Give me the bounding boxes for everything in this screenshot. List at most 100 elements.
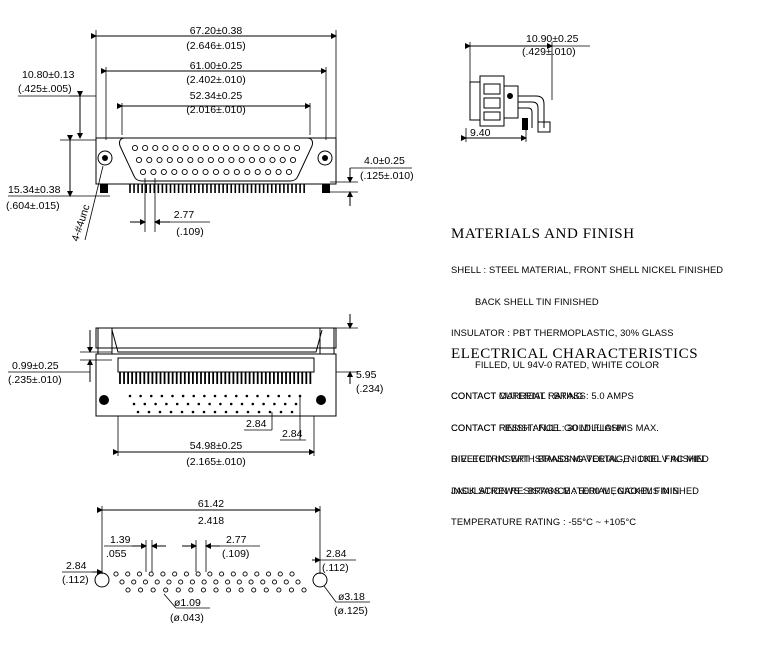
- dim-pcb-right-in: (.112): [322, 562, 349, 574]
- pcb-hole-dot: [213, 394, 217, 398]
- pcb-contact-hole: [142, 579, 149, 585]
- dim-shell-mm: 52.34±0.25: [190, 90, 243, 102]
- mount-hole-right: [312, 572, 328, 588]
- materials-line: CONTACT FINISH : FULL GOLD FLASH: [451, 421, 625, 433]
- contact-pin: [228, 156, 235, 164]
- contact-pin: [202, 144, 209, 152]
- pcb-contact-hole: [248, 579, 254, 585]
- pcb-contact-hole: [225, 579, 231, 585]
- pcb-hole-dot: [268, 410, 272, 414]
- pcb-contact-hole: [119, 579, 125, 585]
- pcb-contact-hole: [283, 579, 289, 585]
- dim-pcb-mount-hole-mm: ø3.18: [338, 591, 365, 603]
- contact-pin: [182, 144, 189, 152]
- dim-pcb-hole-mm: ø1.09: [174, 597, 201, 609]
- contact-pin: [243, 144, 250, 152]
- pcb-hole-dot: [245, 394, 249, 398]
- pcb-hole-dot: [139, 394, 142, 398]
- pcb-tails: [129, 184, 305, 193]
- pcb-hole-dot: [149, 394, 153, 398]
- pcb-hole-dot: [158, 410, 162, 414]
- contact-pins-top-view: [131, 144, 301, 176]
- pcb-hole-dot: [279, 410, 283, 414]
- electrical-list: CONTACT CURRENT RATING : 5.0 AMPS CONTAC…: [451, 370, 706, 538]
- materials-line: INSULATOR : PBT THERMOPLASTIC, 30% GLASS: [451, 327, 674, 338]
- pcb-contact-hole: [172, 571, 178, 577]
- pcb-contact-hole: [207, 571, 213, 577]
- pcb-holes-front: [128, 394, 302, 414]
- pcb-contact-hole: [251, 587, 257, 593]
- contact-pin: [166, 156, 173, 164]
- pcb-contact-hole: [138, 587, 144, 593]
- dim-mount-in: (2.402±.010): [186, 74, 245, 86]
- dim-pcb-pitch-in: (.109): [222, 548, 249, 560]
- contact-pin: [156, 156, 163, 164]
- pcb-layout: 61.42 2.418 1.39 .055 2.77 (.109) 2.84 (…: [62, 498, 370, 624]
- pcb-hole-dot: [262, 402, 265, 406]
- pcb-hole-dot: [132, 402, 136, 406]
- contact-pin: [285, 168, 293, 176]
- pcb-contact-hole: [219, 571, 225, 577]
- contact-pin: [197, 156, 204, 164]
- pcb-hole-dot: [224, 410, 228, 414]
- pcb-hole-dot: [224, 394, 227, 398]
- pcb-hole-dot: [169, 410, 173, 414]
- dim-pitch-mm: 2.77: [174, 209, 195, 221]
- pcb-hole-dot: [160, 394, 164, 398]
- pcb-hole-dot: [128, 394, 132, 398]
- materials-line: SHELL : STEEL MATERIAL, FRONT SHELL NICK…: [451, 264, 724, 275]
- contact-pin: [263, 144, 270, 152]
- dim-front-right-mm: 5.95: [356, 369, 377, 381]
- contact-pin: [265, 168, 272, 176]
- contact-pin: [253, 144, 260, 152]
- contact-pin: [259, 156, 266, 164]
- pcb-hole-dot: [219, 402, 222, 406]
- pcb-hole-dot: [181, 394, 185, 398]
- materials-line: JACK SCREWS : BRASS MATERIAL , NICKEL FI…: [451, 484, 700, 496]
- pcb-contact-hole: [125, 571, 131, 577]
- dim-height-mm: 10.80±0.13: [22, 69, 75, 81]
- contact-pin: [146, 156, 153, 164]
- dim-pin-length-mm: 4.0±0.25: [364, 155, 405, 167]
- materials-title: MATERIALS AND FINISH: [451, 226, 635, 242]
- dim-front-row2: 2.84: [282, 428, 303, 440]
- mounting-post-left: [99, 395, 109, 405]
- pcb-hole-dot: [154, 402, 157, 406]
- pcb-contact-hole: [242, 571, 248, 577]
- pcb-hole-dot: [147, 410, 151, 414]
- dim-pcb-right-mm: 2.84: [326, 548, 347, 560]
- contact-pin: [207, 156, 214, 164]
- pcb-hole-dot: [171, 394, 174, 398]
- pcb-hole-dot: [197, 402, 201, 406]
- mount-hole-left: [94, 572, 110, 588]
- contact-pin: [162, 144, 169, 152]
- pcb-hole-dot: [143, 402, 147, 406]
- pcb-contact-hole: [178, 579, 184, 585]
- pcb-contact-hole: [195, 571, 201, 577]
- pcb-hole-dot: [240, 402, 244, 406]
- pcb-contact-hole: [166, 579, 172, 585]
- pcb-hole-dot: [234, 394, 238, 398]
- contact-pin: [171, 168, 178, 176]
- contact-pin: [131, 144, 139, 152]
- pcb-hole-dot: [256, 394, 259, 398]
- pcb-hole-dot: [273, 402, 276, 406]
- electrical-line: DIELECTRIC WITHSTANDING VOLTAGE : 1000 V…: [451, 453, 707, 464]
- contact-pin: [244, 168, 251, 176]
- contact-pin: [192, 144, 199, 152]
- contact-pin: [218, 156, 225, 164]
- contact-pin: [279, 156, 286, 164]
- contact-pin: [283, 144, 290, 152]
- contact-pin: [238, 156, 245, 164]
- contact-pin: [233, 144, 240, 152]
- pcb-contact-hole: [183, 571, 189, 577]
- dim-pcb-row-offset-mm: 1.39: [110, 534, 131, 546]
- pcb-hole-dot: [192, 394, 196, 398]
- pcb-contact-hole: [263, 587, 269, 593]
- contact-pin: [248, 156, 255, 164]
- pcb-contact-hole: [238, 587, 244, 593]
- contact-pin: [233, 168, 240, 176]
- dim-pitch-in: (.109): [176, 226, 203, 238]
- contact-pin: [212, 144, 220, 152]
